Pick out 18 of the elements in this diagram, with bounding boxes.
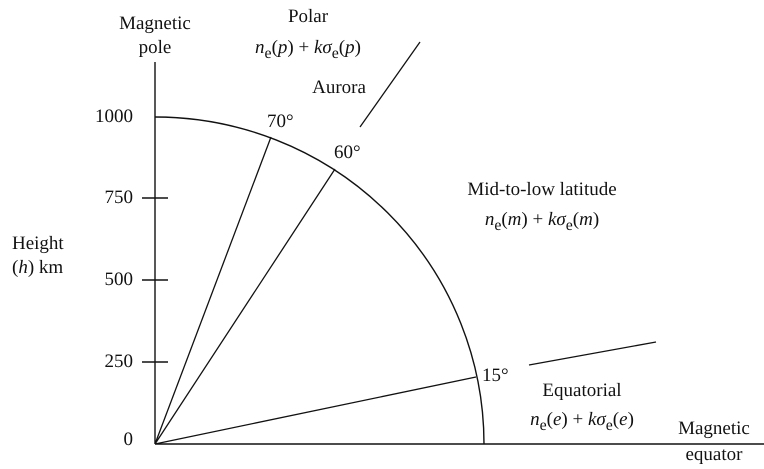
region-label: Aurora (312, 76, 366, 100)
tick-label: 250 (104, 350, 133, 374)
angle-label: 70° (267, 110, 294, 134)
tick-label: 1000 (95, 105, 133, 129)
formula: n$_{e}$(p) + kσ$_{e}$(p) (255, 36, 361, 64)
tick-label: 500 (104, 268, 133, 292)
axis-title: Height (h) km (12, 232, 65, 280)
axis-title: Magnetic pole (118, 12, 192, 60)
tick-label: 750 (104, 186, 133, 210)
region-label: Equatorial (542, 379, 622, 403)
angle-label: 60° (334, 141, 361, 165)
formula: n$_{e}$(e) + kσ$_{e}$(e) (530, 408, 634, 436)
formula: n$_{e}$(m) + kσ$_{e}$(m) (484, 208, 600, 236)
angle-label: 15° (482, 364, 509, 388)
axis-title: Magnetic equator (677, 417, 751, 467)
tick-label: 0 (124, 428, 133, 452)
region-label: Polar (288, 5, 328, 29)
region-label: Mid-to-low latitude (467, 178, 617, 202)
